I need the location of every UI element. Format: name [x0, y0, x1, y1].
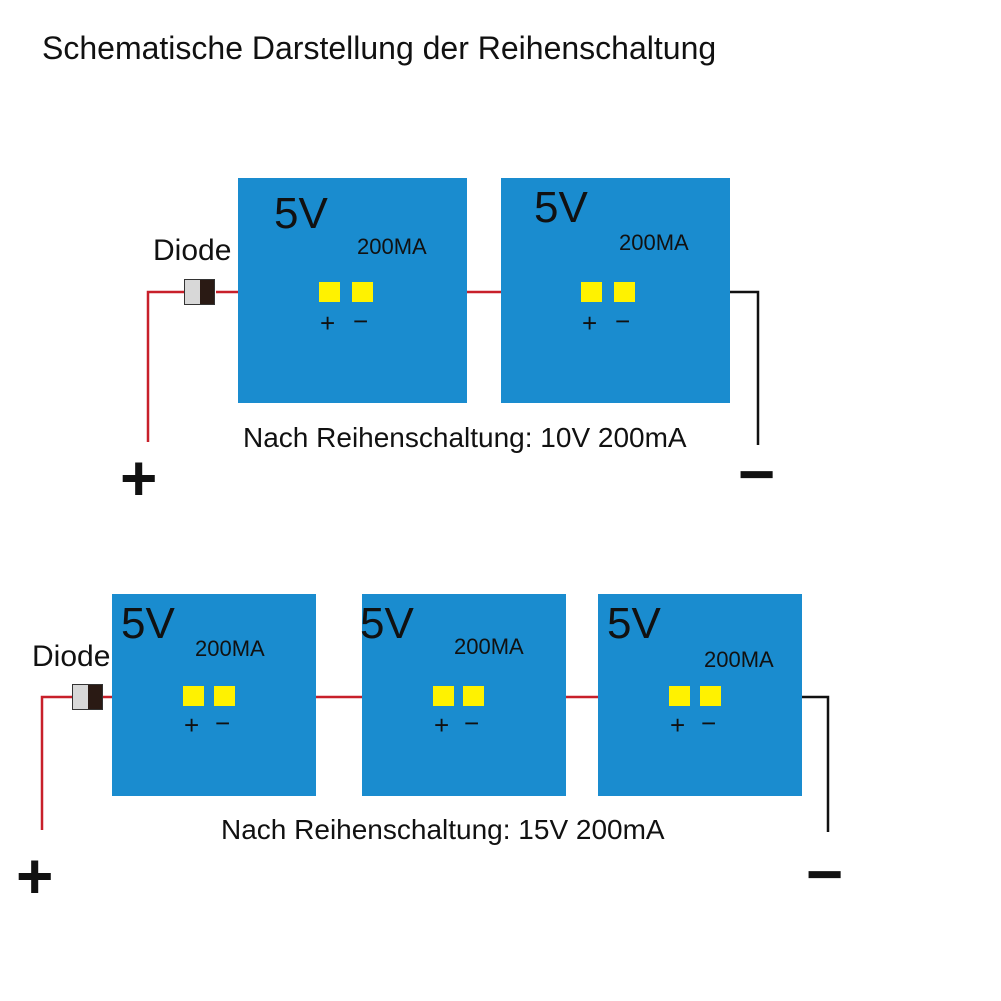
- positive-terminal-symbol: +: [120, 442, 158, 514]
- negative-terminal-symbol: −: [738, 438, 776, 510]
- negative-terminal-pad: [700, 686, 721, 706]
- minus-label: −: [464, 708, 480, 738]
- panel-current: 200MA: [195, 636, 265, 661]
- positive-terminal-pad: [433, 686, 454, 706]
- plus-label: +: [582, 308, 598, 338]
- positive-terminal-pad: [669, 686, 690, 706]
- plus-label: +: [184, 710, 200, 740]
- plus-label: +: [434, 710, 450, 740]
- panel-voltage: 5V: [534, 183, 588, 232]
- negative-terminal-symbol: −: [806, 838, 844, 910]
- minus-label: −: [353, 306, 369, 336]
- plus-label: +: [670, 710, 686, 740]
- series-result: Nach Reihenschaltung: 10V 200mA: [243, 422, 687, 453]
- plus-label: +: [320, 308, 336, 338]
- negative-terminal-pad: [352, 282, 373, 302]
- positive-terminal-symbol: +: [16, 840, 54, 912]
- positive-terminal-pad: [319, 282, 340, 302]
- panel-current: 200MA: [619, 230, 689, 255]
- diode-icon: [184, 279, 215, 305]
- diode-label: Diode: [32, 640, 111, 673]
- solar-panel: 5V 200MA + −: [501, 178, 730, 403]
- negative-terminal-pad: [463, 686, 484, 706]
- minus-label: −: [215, 708, 231, 738]
- positive-terminal-pad: [183, 686, 204, 706]
- panel-voltage: 5V: [121, 599, 175, 648]
- solar-panel: 5V 200MA + −: [598, 594, 802, 796]
- panel-voltage: 5V: [607, 599, 661, 648]
- page-title: Schematische Darstellung der Reihenschal…: [42, 30, 717, 66]
- solar-panel: 5V 200MA + −: [112, 594, 316, 796]
- minus-label: −: [615, 306, 631, 336]
- panel-current: 200MA: [454, 634, 524, 659]
- negative-terminal-pad: [214, 686, 235, 706]
- series-result: Nach Reihenschaltung: 15V 200mA: [221, 814, 665, 845]
- panel-current: 200MA: [357, 234, 427, 259]
- panel-voltage: 5V: [274, 189, 328, 238]
- diode-icon: [72, 684, 103, 710]
- diode-label: Diode: [153, 234, 232, 267]
- positive-wire: [146, 290, 186, 442]
- solar-panel: 5V 200MA + −: [238, 178, 467, 403]
- panel-voltage: 5V: [360, 599, 414, 648]
- positive-wire: [40, 695, 73, 830]
- positive-terminal-pad: [581, 282, 602, 302]
- negative-terminal-pad: [614, 282, 635, 302]
- solar-panel: 5V 200MA + −: [360, 594, 566, 796]
- panel-current: 200MA: [704, 647, 774, 672]
- minus-label: −: [701, 708, 717, 738]
